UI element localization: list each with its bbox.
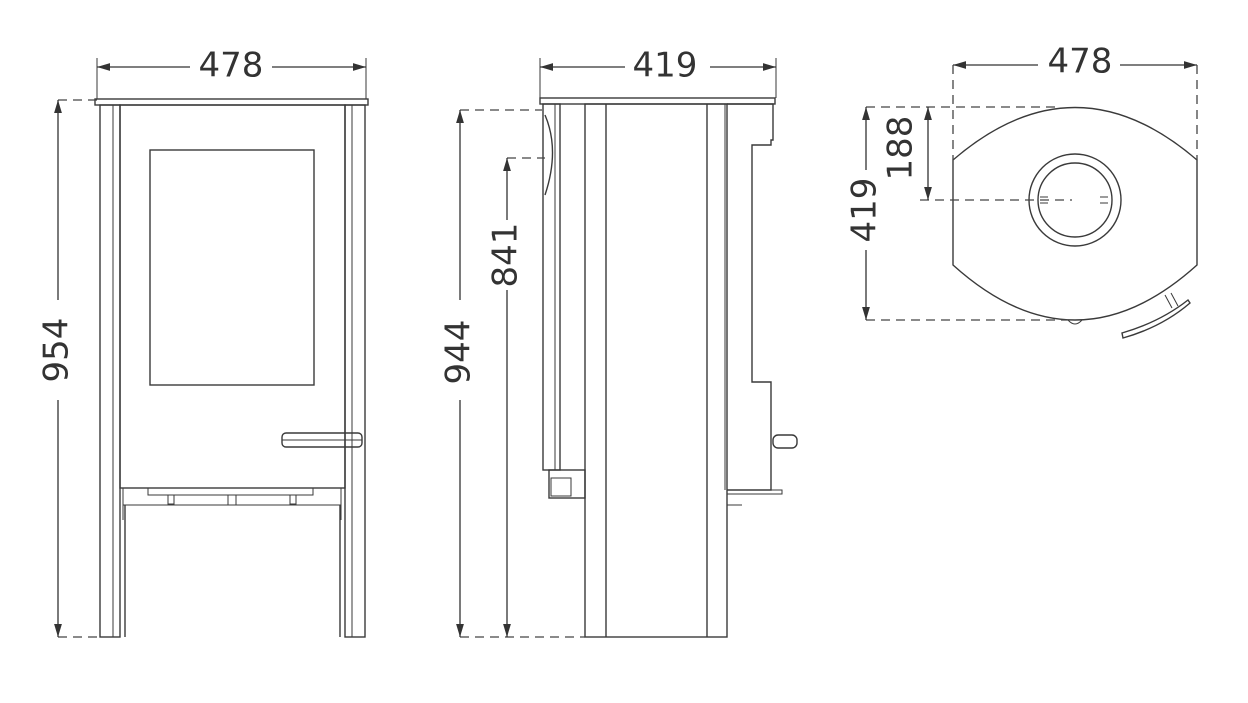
top-outline — [952, 106, 1198, 321]
flue-collar-inner — [1037, 162, 1113, 238]
top-plate — [94, 98, 369, 106]
door-profile — [542, 103, 561, 471]
front-height-label: 954 — [37, 318, 77, 383]
top-width-label: 478 — [1048, 42, 1113, 82]
front-view: 478 954 — [37, 46, 369, 638]
body — [584, 103, 728, 638]
air-pipe — [772, 434, 798, 449]
top-view: 478 419 188 — [845, 42, 1198, 339]
ash-grate — [122, 487, 342, 520]
side-top-plate — [539, 97, 776, 105]
right-side-panel — [344, 104, 366, 638]
glass-window — [149, 149, 315, 386]
top-depth-label: 419 — [845, 178, 885, 243]
left-side-panel — [99, 104, 121, 638]
front-width-label: 478 — [199, 46, 264, 86]
door — [119, 104, 346, 489]
side-handle — [544, 114, 554, 196]
side-view: 419 944 841 — [439, 46, 798, 638]
door-height-label: 841 — [486, 223, 526, 288]
bottom-bracket — [548, 469, 586, 499]
side-depth-label: 419 — [633, 46, 698, 86]
rear-panel — [727, 103, 774, 491]
flue-offset-label: 188 — [881, 116, 921, 181]
side-height-label: 944 — [439, 320, 479, 385]
top-handle — [1121, 298, 1191, 339]
